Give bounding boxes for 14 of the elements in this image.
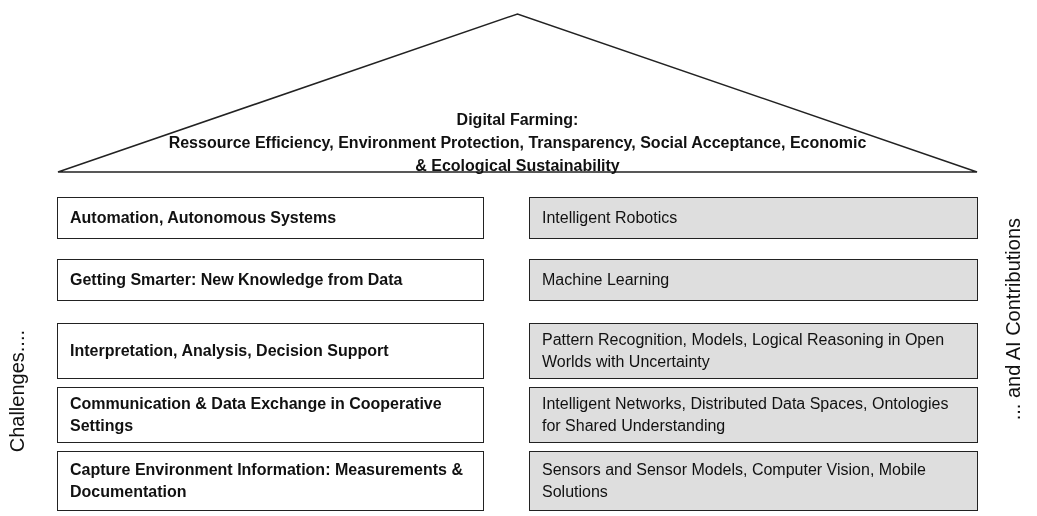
ai-contributions-side-label: ... and AI Contributions bbox=[1002, 218, 1025, 421]
challenges-side-label: Challenges.... bbox=[6, 330, 29, 453]
roof-text: Ressource Efficiency, Environment Protection, Transparency, Social Acceptance, Economic & Ecological Sustainability bbox=[167, 133, 868, 176]
ai-contribution-box: Machine Learning bbox=[529, 259, 978, 301]
ai-contribution-box: Sensors and Sensor Models, Computer Vision, Mobile Solutions bbox=[529, 451, 978, 511]
ai-contribution-box: Intelligent Robotics bbox=[529, 197, 978, 239]
challenge-box: Communication & Data Exchange in Cooperative Settings bbox=[57, 387, 484, 443]
challenge-box: Automation, Autonomous Systems bbox=[57, 197, 484, 239]
challenge-box: Interpretation, Analysis, Decision Support bbox=[57, 323, 484, 379]
roof-heading: Digital Farming: bbox=[455, 110, 580, 130]
ai-contribution-box: Intelligent Networks, Distributed Data Spaces, Ontologies for Shared Understanding bbox=[529, 387, 978, 443]
challenge-box: Capture Environment Information: Measurements & Documentation bbox=[57, 451, 484, 511]
ai-contribution-box: Pattern Recognition, Models, Logical Reasoning in Open Worlds with Uncertainty bbox=[529, 323, 978, 379]
challenge-box: Getting Smarter: New Knowledge from Data bbox=[57, 259, 484, 301]
